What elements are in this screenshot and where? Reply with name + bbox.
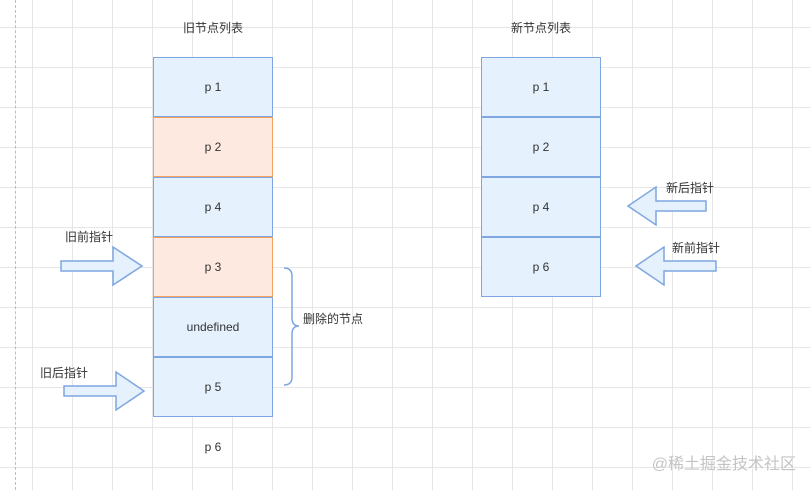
old-end-pointer-label: 旧后指针 (40, 366, 89, 380)
old-list-title: 旧节点列表 (182, 21, 244, 35)
old-start-pointer-arrow (60, 245, 144, 287)
dashed-guide-line (15, 0, 16, 490)
watermark-text: @稀土掘金技术社区 (651, 456, 796, 473)
new-node-p6: p 6 (481, 237, 601, 297)
new-start-pointer-arrow (634, 245, 717, 287)
new-node-p1: p 1 (481, 57, 601, 117)
old-node-p2: p 2 (153, 117, 273, 177)
new-end-pointer-arrow (626, 185, 707, 227)
new-node-p4: p 4 (481, 177, 601, 237)
old-end-pointer-arrow (63, 370, 146, 412)
old-node-p1: p 1 (153, 57, 273, 117)
new-list-title: 新节点列表 (510, 21, 572, 35)
deleted-nodes-label: 删除的节点 (303, 312, 364, 326)
deleted-nodes-brace (283, 267, 300, 386)
old-node-p5: p 5 (153, 357, 273, 417)
old-start-pointer-label: 旧前指针 (65, 230, 114, 244)
new-node-p2: p 2 (481, 117, 601, 177)
new-start-pointer-label: 新前指针 (672, 241, 721, 255)
old-node-p4: p 4 (153, 177, 273, 237)
old-node-undefined: undefined (153, 297, 273, 357)
old-node-p6: p 6 (204, 440, 222, 454)
old-node-p3: p 3 (153, 237, 273, 297)
new-end-pointer-label: 新后指针 (666, 181, 715, 195)
